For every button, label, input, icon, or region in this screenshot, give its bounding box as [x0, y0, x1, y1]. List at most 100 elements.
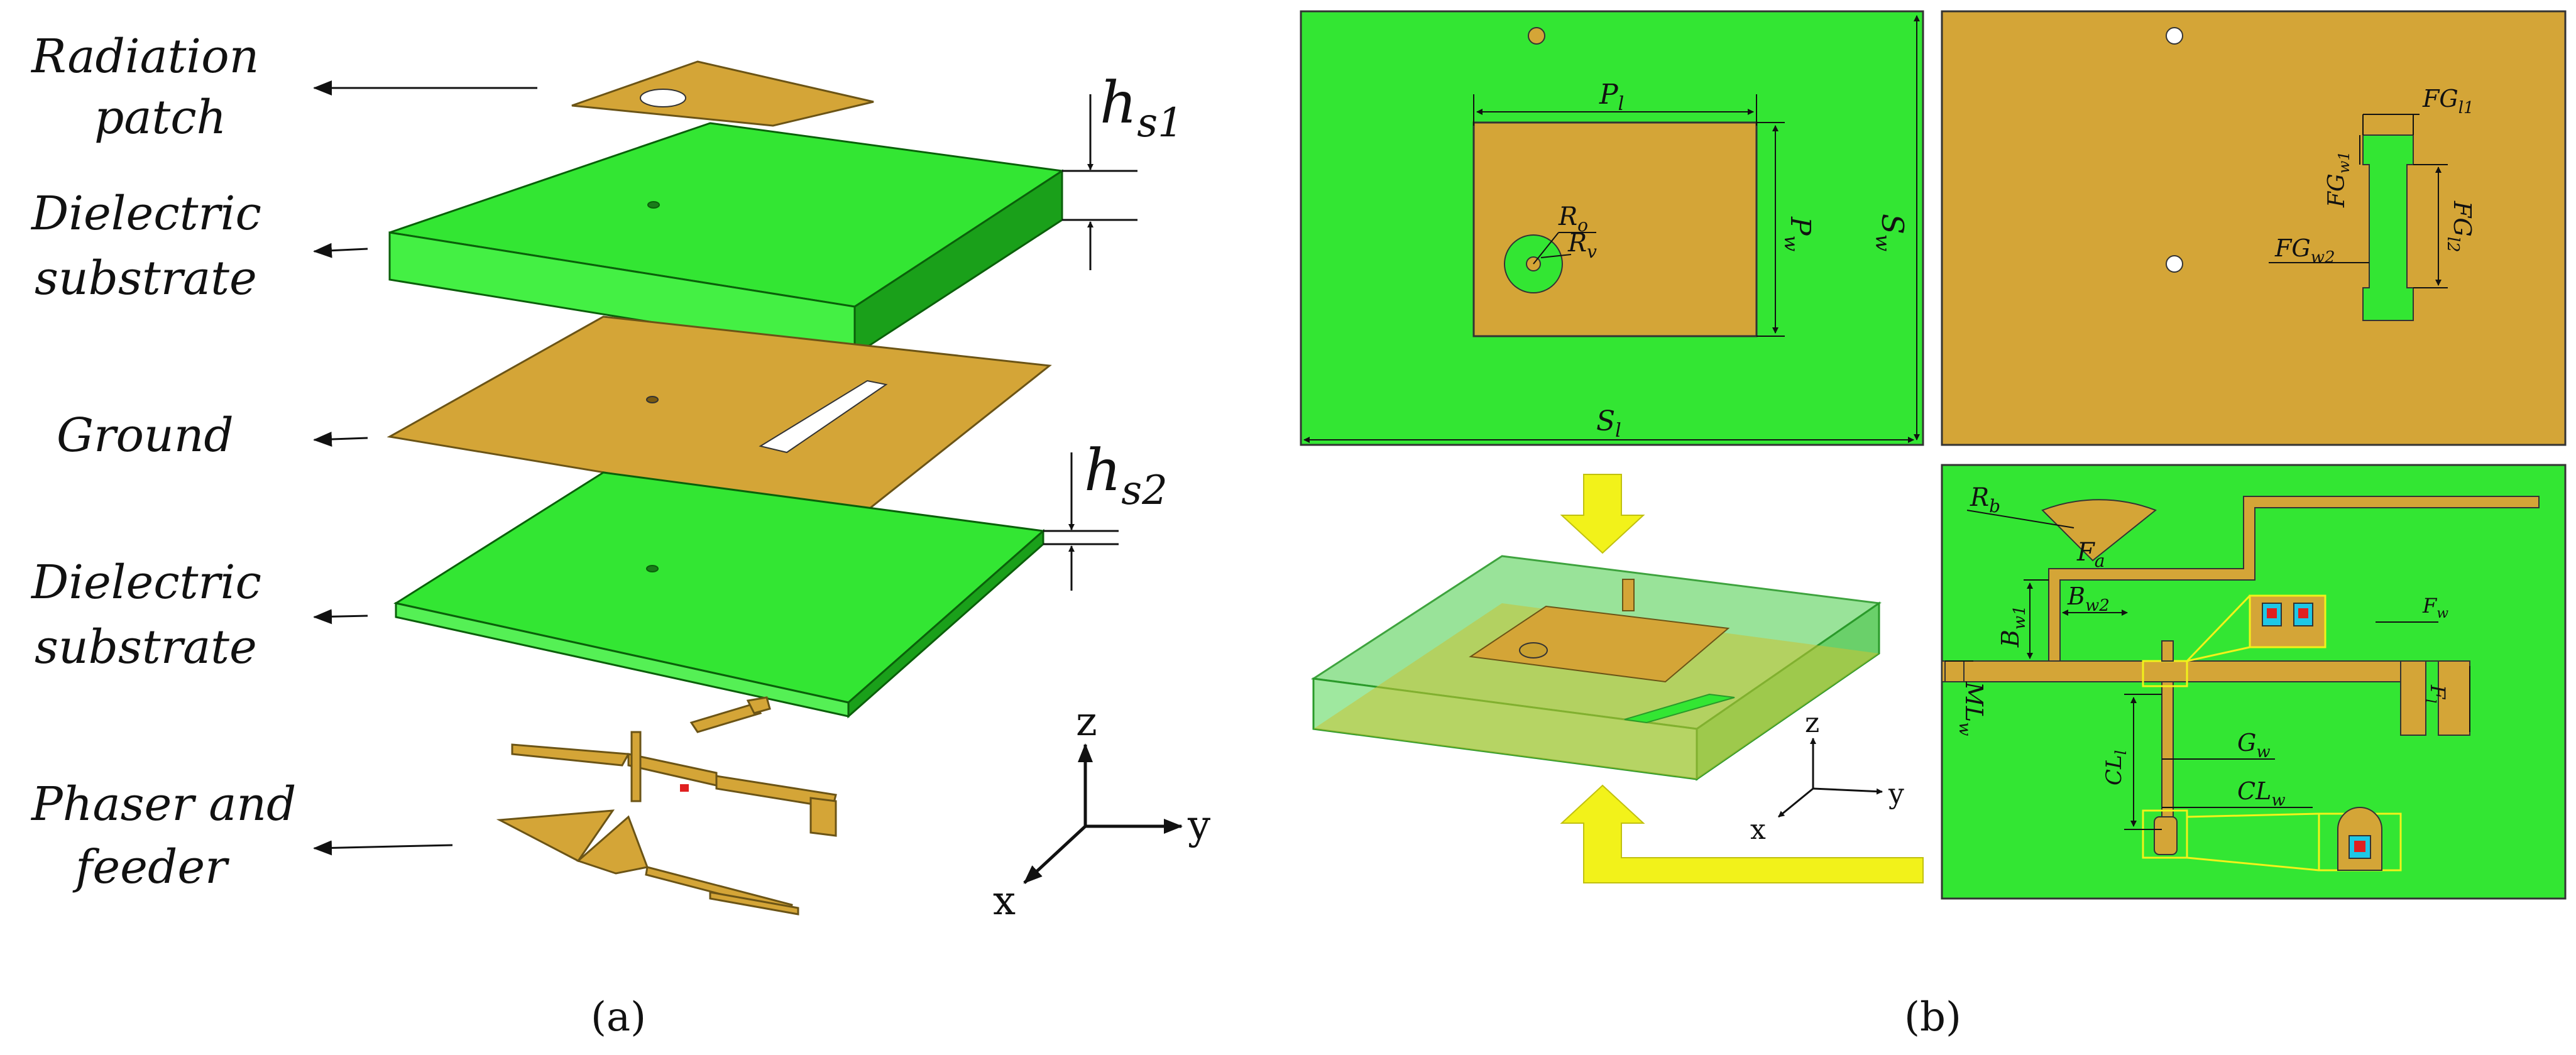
panel-b: Pl Pw Sw Sl Ro Rv [1300, 10, 2567, 1041]
axis-z-label: z [1076, 699, 1097, 745]
ground-slot-top [2362, 134, 2414, 321]
axis-y-label-b: y [1888, 778, 1904, 810]
dim-Fl: F [2426, 684, 2450, 700]
top-view-panel: Pl Pw Sw Sl Ro Rv [1300, 10, 1924, 446]
ground-slot [759, 380, 888, 454]
svg-text:Bw1: Bw1 [1997, 605, 2029, 648]
ground-view-panel: FGl1 FGw1 FGl2 FGw2 [1941, 10, 2567, 446]
dim-Sl: S [1596, 405, 1615, 437]
patch-top [1472, 121, 1758, 337]
svg-text:Bw2: Bw2 [2067, 582, 2110, 615]
svg-text:FGw1: FGw1 [2324, 151, 2353, 208]
arrow-left-icon [313, 432, 368, 447]
dim-Gw: G [2237, 729, 2256, 757]
svg-text:MLw: MLw [1955, 681, 1988, 736]
dim-MLw: ML [1960, 681, 1988, 722]
svg-text:Ro: Ro [1558, 202, 1588, 236]
svg-text:Rb: Rb [1970, 483, 2000, 517]
probe-hole [640, 89, 686, 107]
svg-text:Pl: Pl [1599, 79, 1624, 115]
svg-text:Gw: Gw [2237, 729, 2271, 762]
axis-z-label-b: z [1805, 707, 1819, 739]
dim-CLw: CL [2237, 777, 2271, 805]
hs1-sub: s1 [1137, 100, 1183, 146]
chip-component [680, 784, 689, 792]
yellow-arrow-icon [1560, 474, 1645, 554]
svg-text:Pw: Pw [1780, 216, 1816, 252]
svg-text:Sw: Sw [1871, 214, 1910, 251]
radial-stub [2041, 499, 2157, 562]
ground-plane-layer [386, 315, 1052, 517]
dim-Fw: F [2422, 594, 2438, 618]
axis-x-label-b: x [1750, 814, 1766, 846]
label-substrate-2: substrate [35, 620, 257, 674]
radiation-patch [571, 60, 874, 127]
axis-x-label: x [993, 878, 1016, 924]
layer-label-ground: Ground [57, 408, 368, 462]
label-substrate-1: substrate [35, 251, 257, 305]
arrow-left-icon [313, 609, 368, 625]
dim-Pw: P [1784, 216, 1816, 236]
svg-text:Fl: Fl [2422, 684, 2450, 703]
dielectric-substrate-2 [393, 471, 1046, 719]
svg-text:hs2: hs2 [1084, 437, 1168, 514]
svg-text:hs1: hs1 [1100, 69, 1183, 146]
iso-view-panel: z y x [1310, 474, 1924, 883]
axis-triad-icon: z y x [993, 699, 1210, 924]
dim-Rv: R [1567, 229, 1587, 258]
axis-y-label: y [1187, 802, 1210, 849]
label-feeder: feeder [72, 840, 230, 894]
layer-label-phaser-feeder: Phaser and feeder [30, 777, 453, 894]
yellow-arrow-icon [1560, 784, 1924, 883]
hs1-main: h [1100, 69, 1137, 136]
svg-text:FGl1: FGl1 [2422, 85, 2474, 118]
feeder-view-panel: Rb Fa Bw1 Bw2 Fw Fl MLw CLl [1941, 464, 2567, 900]
phaser-feeder [496, 696, 837, 916]
layer-label-substrate-2: Dielectric substrate [30, 555, 368, 674]
dim-Rb: R [1970, 483, 1989, 512]
svg-text:CLw: CLw [2237, 777, 2286, 810]
dim-Fa: F [2076, 538, 2095, 567]
label-dielectric-1: Dielectric [30, 187, 261, 241]
dim-Bw1: B [1997, 630, 2024, 648]
layer-label-substrate-1: Dielectric substrate [30, 187, 368, 305]
dim-FGw2: FG [2274, 234, 2311, 262]
layer-label-radiation-patch: Radiation patch [30, 30, 537, 145]
dim-Pl: P [1599, 79, 1619, 111]
svg-text:Sl: Sl [1596, 405, 1621, 442]
axis-triad-icon: z y x [1750, 707, 1904, 846]
radiation-patch-layer [571, 60, 874, 127]
patch-iso [1469, 605, 1730, 683]
dim-FGw1: FG [2324, 173, 2350, 208]
svg-text:CLl: CLl [2102, 750, 2130, 785]
dielectric-substrate-1 [388, 122, 1065, 357]
panel-a: Radiation patch Dielectric substrate Gro… [30, 30, 1210, 1041]
svg-text:Fw: Fw [2422, 594, 2448, 621]
label-radiation: Radiation [30, 30, 259, 84]
dim-Bw2: B [2067, 582, 2085, 610]
svg-text:FGl2: FGl2 [2443, 200, 2476, 253]
label-phaser-and: Phaser and [30, 777, 296, 831]
svg-text:Fa: Fa [2076, 538, 2105, 571]
zoom-inset-2 [2186, 807, 2402, 872]
dim-FGl2: FG [2448, 200, 2476, 237]
dim-CLl: CL [2102, 755, 2127, 785]
dim-hs2: hs2 [1043, 437, 1168, 591]
dim-Sw: S [1875, 214, 1910, 234]
dim-Ro: R [1558, 202, 1577, 231]
caption-a: (a) [591, 994, 646, 1041]
zoom-inset-1 [2186, 594, 2327, 662]
caption-b: (b) [1904, 994, 1961, 1041]
arrow-left-icon [313, 243, 368, 258]
label-patch: patch [94, 90, 226, 145]
label-ground: Ground [57, 408, 234, 462]
svg-text:Rv: Rv [1567, 229, 1597, 262]
hs2-main: h [1084, 437, 1121, 504]
dim-FGl1: FG [2422, 85, 2458, 112]
hs2-sub: s2 [1121, 467, 1168, 514]
ground-plane [386, 315, 1052, 517]
dim-hs1: hs1 [1062, 69, 1183, 270]
svg-text:FGw2: FGw2 [2274, 234, 2335, 267]
label-dielectric-2: Dielectric [30, 555, 261, 609]
